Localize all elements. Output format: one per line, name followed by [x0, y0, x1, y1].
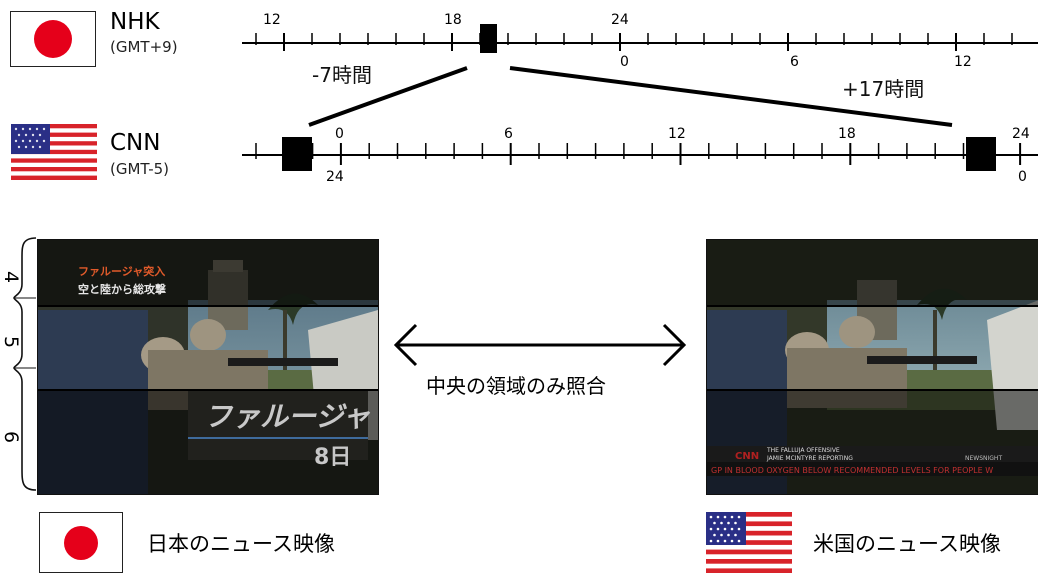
nhk-tick-label: 6 [790, 54, 799, 70]
cnn-tick-label: 0 [335, 126, 344, 142]
cnn-tick-label: 24 [326, 169, 344, 185]
us-news-still: CNN THE FALLUJA OFFENSIVE JAMIE MCINTYRE… [706, 239, 1038, 495]
hour-label: 6 [0, 430, 23, 444]
jp-still-line2: 空と陸から総攻撃 [78, 282, 166, 296]
cnn-tick-label: 12 [668, 126, 686, 142]
jp-still-line1: ファルージャ突入 [78, 264, 165, 278]
japan-flag-icon [10, 11, 96, 67]
offset-minus-label: -7時間 [312, 63, 372, 87]
offset-line-right [509, 66, 953, 127]
us-still-line1: THE FALLUJA OFFENSIVE [766, 447, 840, 454]
nhk-label: NHK [110, 9, 160, 35]
us-still-logo: CNN [735, 451, 759, 462]
offset-plus-label: +17時間 [842, 77, 925, 101]
nhk-tick-label: 12 [954, 54, 972, 70]
jp-news-still: ファルージャ突入 空と陸から総攻撃 ファルージャ 8日 [37, 239, 379, 495]
nhk-gmt-label: (GMT+9) [110, 38, 178, 56]
match-double-arrow [393, 323, 687, 367]
japan-flag-icon [39, 512, 123, 573]
us-still-line2: JAMIE MCINTYRE REPORTING [766, 455, 853, 462]
nhk-tick-label: 18 [444, 12, 462, 28]
cnn-label: CNN [110, 130, 161, 156]
us-flag-icon [706, 512, 792, 573]
cnn-gmt-label: (GMT-5) [110, 160, 170, 178]
jp-caption: 日本のニュース映像 [147, 532, 335, 556]
cnn-marker-left [282, 137, 312, 171]
nhk-tick-label: 12 [263, 12, 281, 28]
hour-brace [13, 237, 37, 491]
us-still-ticker: GP IN BLOOD OXYGEN BELOW RECOMMENDED LEV… [711, 466, 993, 475]
hour-label: 4 [0, 270, 23, 284]
us-flag-icon [11, 124, 97, 180]
cnn-tick-label: 0 [1018, 169, 1027, 185]
jp-still-title: ファルージャ [204, 400, 371, 433]
cnn-tick-marks [255, 143, 1022, 165]
cnn-tick-label: 24 [1012, 126, 1030, 142]
us-caption: 米国のニュース映像 [813, 532, 1001, 556]
match-label: 中央の領域のみ照合 [426, 374, 606, 398]
cnn-marker-right [966, 137, 996, 171]
jp-still-day: 8日 [314, 445, 351, 470]
us-still-tag: NEWSNIGHT [965, 455, 1002, 462]
timeline-diagram: 12 18 24 0 6 12 0 6 12 18 24 24 0 [242, 12, 1038, 185]
offset-line-left [308, 66, 468, 127]
hour-label: 5 [0, 335, 23, 349]
nhk-tick-label: 0 [620, 54, 629, 70]
nhk-tick-label: 24 [611, 12, 629, 28]
cnn-tick-label: 18 [838, 126, 856, 142]
nhk-marker [480, 24, 497, 53]
cnn-tick-label: 6 [504, 126, 513, 142]
